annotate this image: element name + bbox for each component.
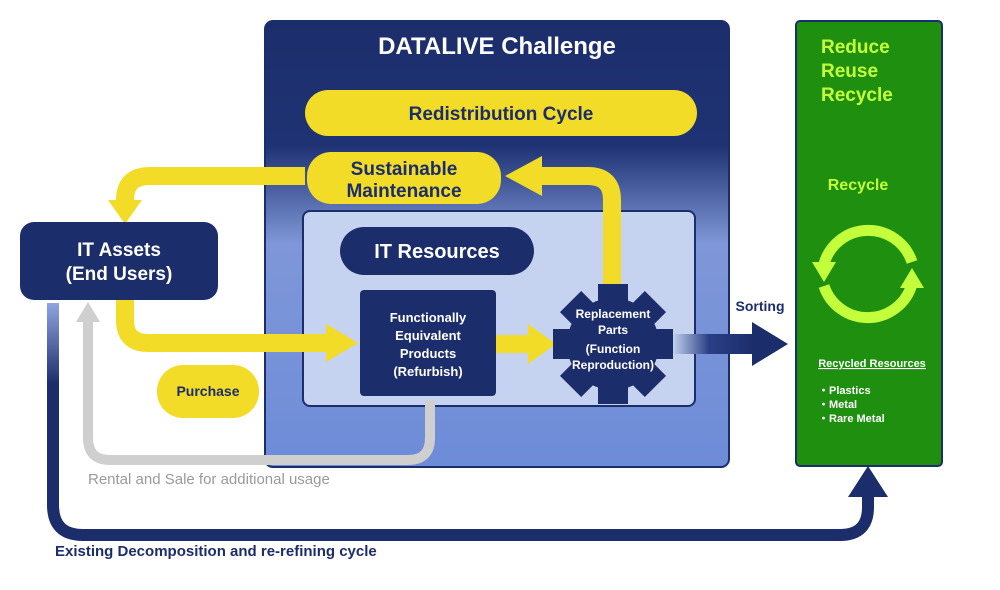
rental-loop-arrow (83, 320, 435, 465)
sorting-arrow (672, 334, 754, 354)
recycle-cycle-icon (812, 224, 924, 324)
refurbish-box (360, 290, 496, 396)
refurbish-to-parts-arrow (496, 335, 530, 353)
recycled-item-rare-metal: ・Rare Metal (818, 413, 885, 425)
refurbish-line3: Products (400, 346, 456, 361)
it-resources-pill (340, 227, 534, 275)
gear-icon (553, 284, 673, 404)
parts-to-maintenance-arrowhead (505, 156, 542, 196)
rrr-reuse: Reuse (821, 61, 878, 82)
refurbish-line2: Equivalent (395, 328, 461, 343)
refurbish-to-parts-arrowhead (528, 324, 556, 364)
parts-line1: Replacement (576, 307, 651, 321)
recycled-item-plastics: ・Plastics (818, 385, 871, 397)
rrr-recycle: Recycle (821, 85, 893, 106)
maintenance-to-assets-arrow (116, 167, 305, 206)
it-assets-box (20, 222, 218, 300)
sorting-label: Sorting (736, 298, 785, 314)
recycled-resources-title: Recycled Resources (818, 358, 926, 370)
maintenance-line2: Maintenance (346, 181, 461, 202)
maintenance-to-assets-arrowhead (108, 200, 142, 224)
parts-line4: Reproduction) (572, 358, 654, 372)
parts-line3: (Function (586, 342, 641, 356)
sorting-arrowhead (752, 322, 788, 366)
purchase-label: Purchase (176, 383, 239, 399)
parts-to-maintenance-arrow (540, 167, 621, 285)
parts-line2: Parts (598, 323, 628, 337)
it-resources-label: IT Resources (374, 241, 500, 263)
datalive-title: DATALIVE Challenge (378, 33, 616, 60)
existing-cycle-arrowhead (848, 466, 888, 497)
purchase-pill (157, 365, 259, 418)
assets-to-refurbish-arrow (116, 300, 328, 352)
refurbish-line4: (Refurbish) (393, 364, 462, 379)
sustainable-maintenance-pill (307, 152, 501, 204)
existing-cycle-label: Existing Decomposition and re-refining c… (55, 543, 377, 560)
recycle-label: Recycle (828, 177, 889, 194)
rrr-reduce: Reduce (821, 37, 890, 58)
redistribution-cycle-pill (305, 90, 697, 136)
existing-cycle-arrow (47, 303, 874, 541)
rental-sale-label: Rental and Sale for additional usage (88, 471, 330, 488)
recycle-panel (795, 20, 943, 467)
refurbish-line1: Functionally (390, 310, 467, 325)
assets-to-refurbish-arrowhead (326, 324, 358, 362)
maintenance-line1: Sustainable (351, 159, 458, 180)
rental-loop-arrowhead (76, 302, 100, 322)
redistribution-cycle-label: Redistribution Cycle (409, 104, 594, 125)
it-assets-line1: IT Assets (77, 240, 161, 261)
recycled-item-metal: ・Metal (818, 399, 857, 411)
it-assets-line2: (End Users) (66, 264, 173, 285)
